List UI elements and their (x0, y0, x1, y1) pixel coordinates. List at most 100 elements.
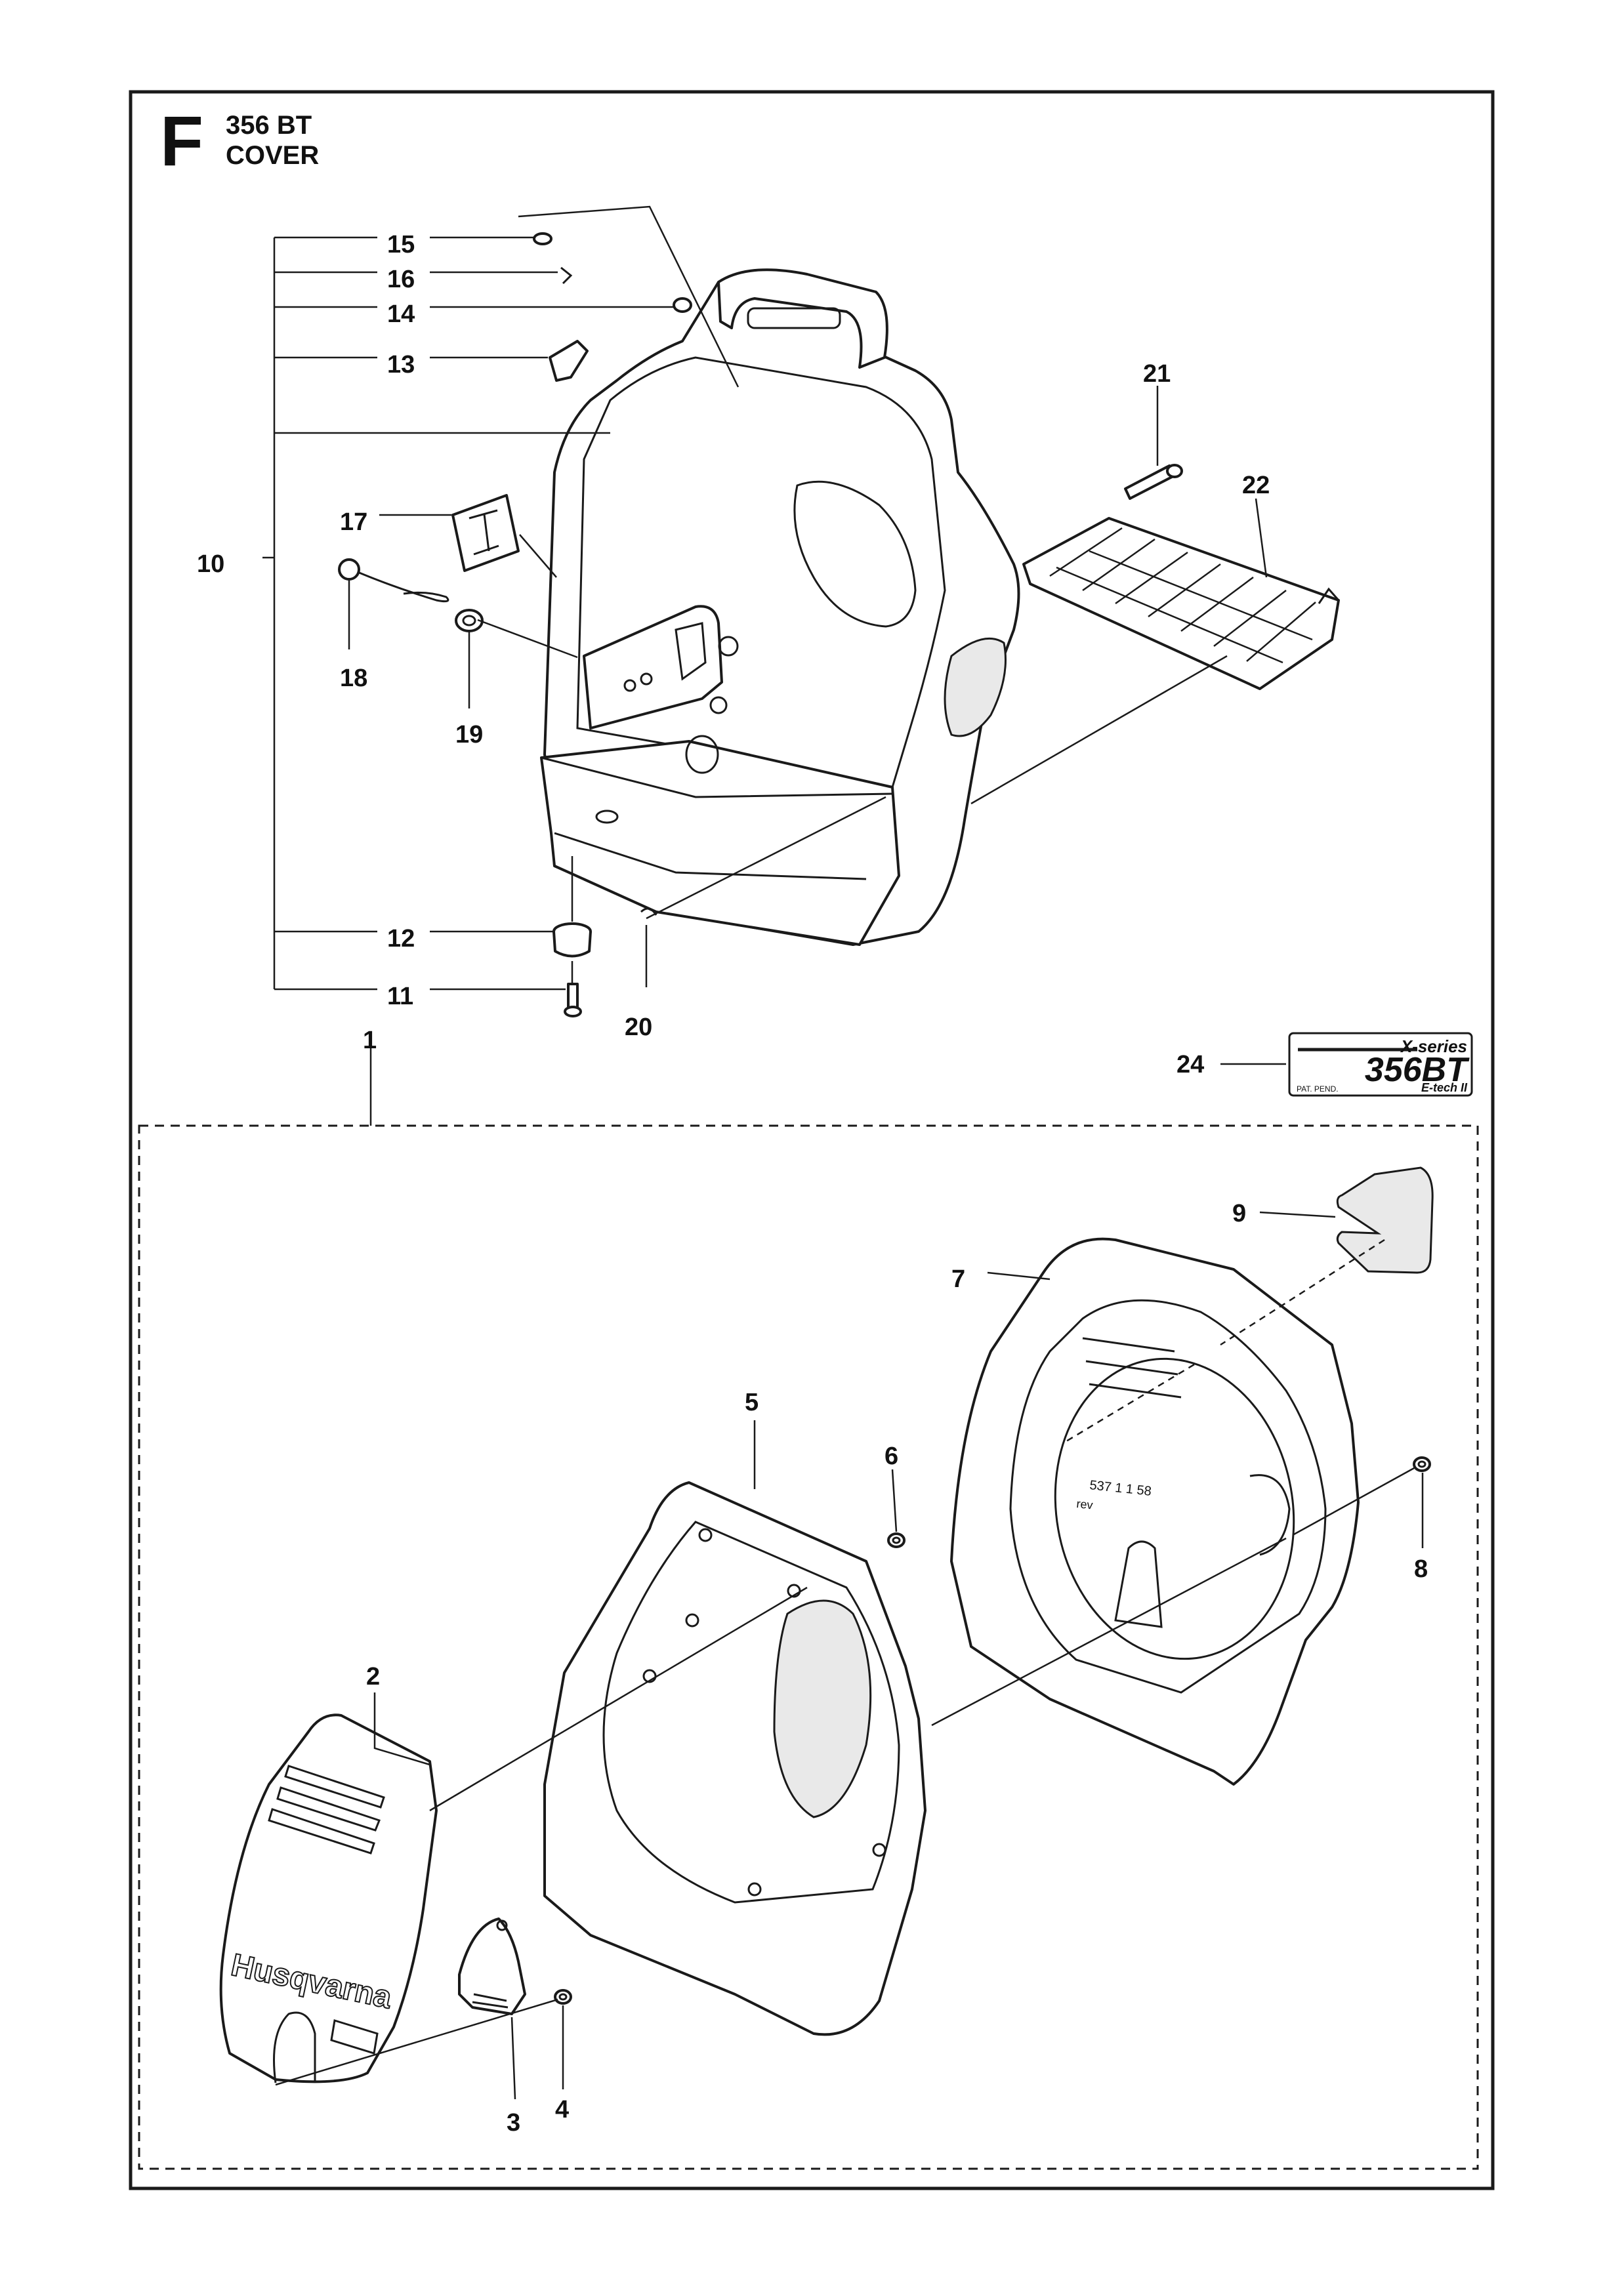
part-14-plug (673, 297, 692, 313)
frame-handle (717, 268, 888, 369)
handle-grip (747, 307, 841, 329)
nut-body (887, 1532, 906, 1548)
callout-10: 10 (197, 550, 224, 578)
subassembly-box (138, 1124, 1479, 2170)
callout-2: 2 (366, 1663, 380, 1691)
middle-cover-hole (872, 1843, 886, 1857)
rear-cover-disc (1054, 1357, 1295, 1660)
front-cover-vents (268, 1765, 385, 1855)
callout-18: 18 (340, 665, 367, 692)
part-2-front-cover: Husqvarna (219, 1713, 438, 2083)
callout-6: 6 (885, 1443, 898, 1470)
middle-cover-duct (773, 1599, 872, 1818)
part-9-decal (1336, 1166, 1434, 1274)
rear-cover-inner (1009, 1299, 1327, 1694)
part-17-plate (451, 494, 520, 572)
axis-17 (519, 534, 557, 578)
model-name: 356 BT (226, 111, 312, 140)
guard-body (458, 1917, 526, 2015)
frame-side-cutout (944, 637, 1007, 737)
decal-model: 356BT (1365, 1051, 1470, 1089)
tree-lines (273, 236, 610, 991)
axis-19 (477, 619, 578, 659)
part-24-decal: X-series 356BT PAT. PEND. E-tech II (1288, 1032, 1473, 1097)
part-8-nut (1413, 1456, 1431, 1472)
callout-9: 9 (1232, 1200, 1246, 1227)
grommet-hole (462, 615, 476, 626)
part-4-nut (554, 1989, 572, 2005)
callout-7: 7 (951, 1265, 965, 1293)
callout-leaders (430, 236, 675, 991)
middle-cover-hole (787, 1584, 801, 1598)
mount-hole (640, 672, 653, 686)
axis-15-16 (518, 205, 739, 388)
screw-head (564, 1006, 582, 1017)
basket-wires (1049, 527, 1316, 664)
page-title: COVER (226, 141, 319, 170)
base-tray (540, 740, 900, 946)
front-cover-outline (219, 1713, 438, 2083)
leader-22 (1255, 498, 1268, 578)
front-cover-intake (273, 2011, 316, 2083)
mount-boss (718, 636, 739, 657)
callout-13: 13 (387, 351, 415, 379)
callout-20: 20 (625, 1014, 652, 1041)
mount-plate (675, 622, 707, 681)
rear-cover-rev: rev (1076, 1497, 1094, 1512)
rear-cover-outline (950, 1237, 1360, 1786)
decal-engine: E-tech II (1421, 1081, 1468, 1094)
section-letter: F (160, 101, 203, 180)
mount-boss (709, 696, 728, 714)
nut-hole (1417, 1460, 1426, 1468)
callout-3: 3 (507, 2109, 520, 2137)
callout-14: 14 (387, 300, 415, 328)
basket-rim (1030, 583, 1260, 690)
part-3-guard (458, 1917, 526, 2015)
part-15-washer (533, 232, 552, 245)
backpack-frame (540, 268, 1020, 946)
tray-edge (541, 756, 893, 798)
guard-hole (496, 1919, 508, 1931)
leader-7 (987, 1271, 1051, 1281)
cable-wire (357, 571, 449, 603)
plate-body (451, 494, 520, 572)
decal-series: X-series (1400, 1036, 1467, 1056)
rear-cover-slot (1249, 1474, 1291, 1556)
callout-21: 21 (1143, 360, 1171, 388)
nut-body (1413, 1456, 1431, 1472)
callout-1: 1 (363, 1027, 377, 1054)
middle-cover-hole (685, 1613, 699, 1628)
leader-9 (1259, 1211, 1336, 1218)
middle-cover-inner (602, 1521, 900, 1904)
nut-body (554, 1989, 572, 2005)
callout-4: 4 (555, 2096, 569, 2123)
middle-cover-hole (747, 1882, 762, 1896)
leader-6 (891, 1469, 898, 1532)
callout-16: 16 (387, 266, 415, 293)
part-11-screw (564, 983, 582, 1017)
part-16-clip (560, 266, 573, 285)
cable-knob (338, 558, 360, 581)
frame-inner-back (576, 356, 946, 789)
rear-cover-notch (1114, 1540, 1163, 1628)
middle-cover-outline (543, 1481, 927, 2036)
nut-hole (558, 1993, 568, 2001)
callout-15: 15 (387, 231, 415, 258)
callout-5: 5 (745, 1389, 759, 1416)
screw-head (1166, 464, 1183, 478)
part-22-basket (1022, 517, 1340, 690)
part-12-damper (552, 922, 592, 958)
axis-20 (646, 796, 886, 920)
callout-24: 24 (1176, 1051, 1204, 1078)
damper-body (552, 931, 592, 958)
middle-cover-hole (698, 1528, 713, 1542)
callout-12: 12 (387, 925, 415, 953)
lower-leader-lines (275, 1211, 1424, 2100)
frame-cutout (793, 480, 917, 628)
leader-2 (373, 1692, 430, 1766)
screw-shank (567, 983, 579, 1010)
callout-11: 11 (387, 983, 413, 1010)
decal-patent: PAT. PEND. (1297, 1084, 1339, 1094)
